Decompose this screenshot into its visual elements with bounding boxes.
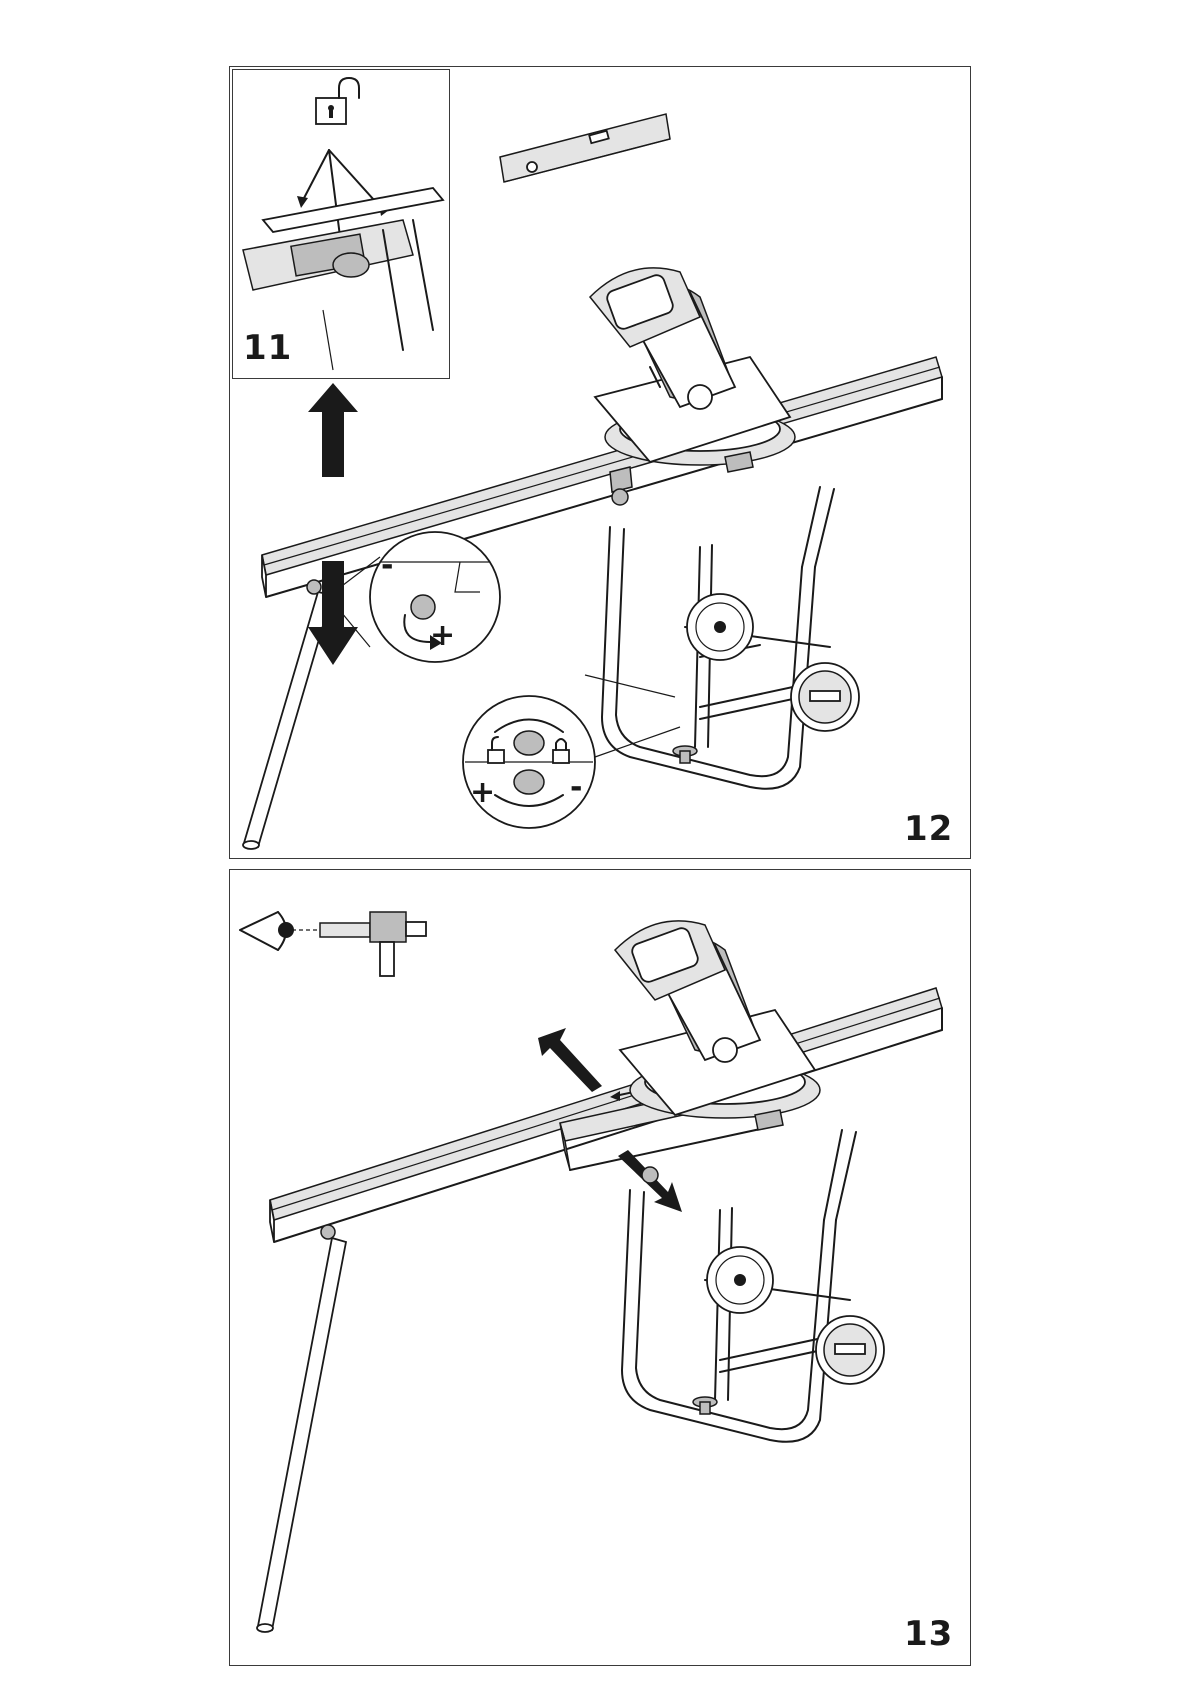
foot-lock-detail bbox=[463, 675, 680, 828]
up-arrow-icon bbox=[308, 383, 358, 477]
minus-label-2: - bbox=[570, 770, 582, 805]
minus-label: - bbox=[381, 548, 393, 583]
stand-wheel-left bbox=[687, 594, 753, 660]
square-gauge-icon bbox=[320, 912, 426, 976]
mitre-saw bbox=[590, 268, 795, 505]
extension-rail bbox=[262, 357, 942, 597]
figure-11-inset: 11 bbox=[232, 69, 450, 379]
padlock-open-icon bbox=[316, 78, 359, 124]
figure-13-number: 13 bbox=[904, 1614, 953, 1654]
figure-13-panel: 13 bbox=[229, 869, 971, 1666]
support-leg bbox=[243, 580, 332, 849]
plus-label: + bbox=[430, 618, 455, 653]
figure-13-illustration bbox=[230, 870, 972, 1667]
mitre-saw bbox=[615, 921, 820, 1183]
support-leg bbox=[257, 1225, 346, 1632]
stand-wheel-right bbox=[816, 1316, 884, 1384]
figure-12-number: 12 bbox=[904, 809, 953, 849]
stand-wheel-right bbox=[791, 663, 859, 731]
plus-label-2: + bbox=[470, 775, 495, 810]
spirit-level-icon bbox=[500, 114, 670, 182]
leg-adjuster-detail bbox=[330, 532, 500, 662]
figure-12-panel: - + + - bbox=[229, 66, 971, 859]
stand-wheel-left bbox=[707, 1247, 773, 1313]
figure-11-number: 11 bbox=[243, 328, 292, 368]
